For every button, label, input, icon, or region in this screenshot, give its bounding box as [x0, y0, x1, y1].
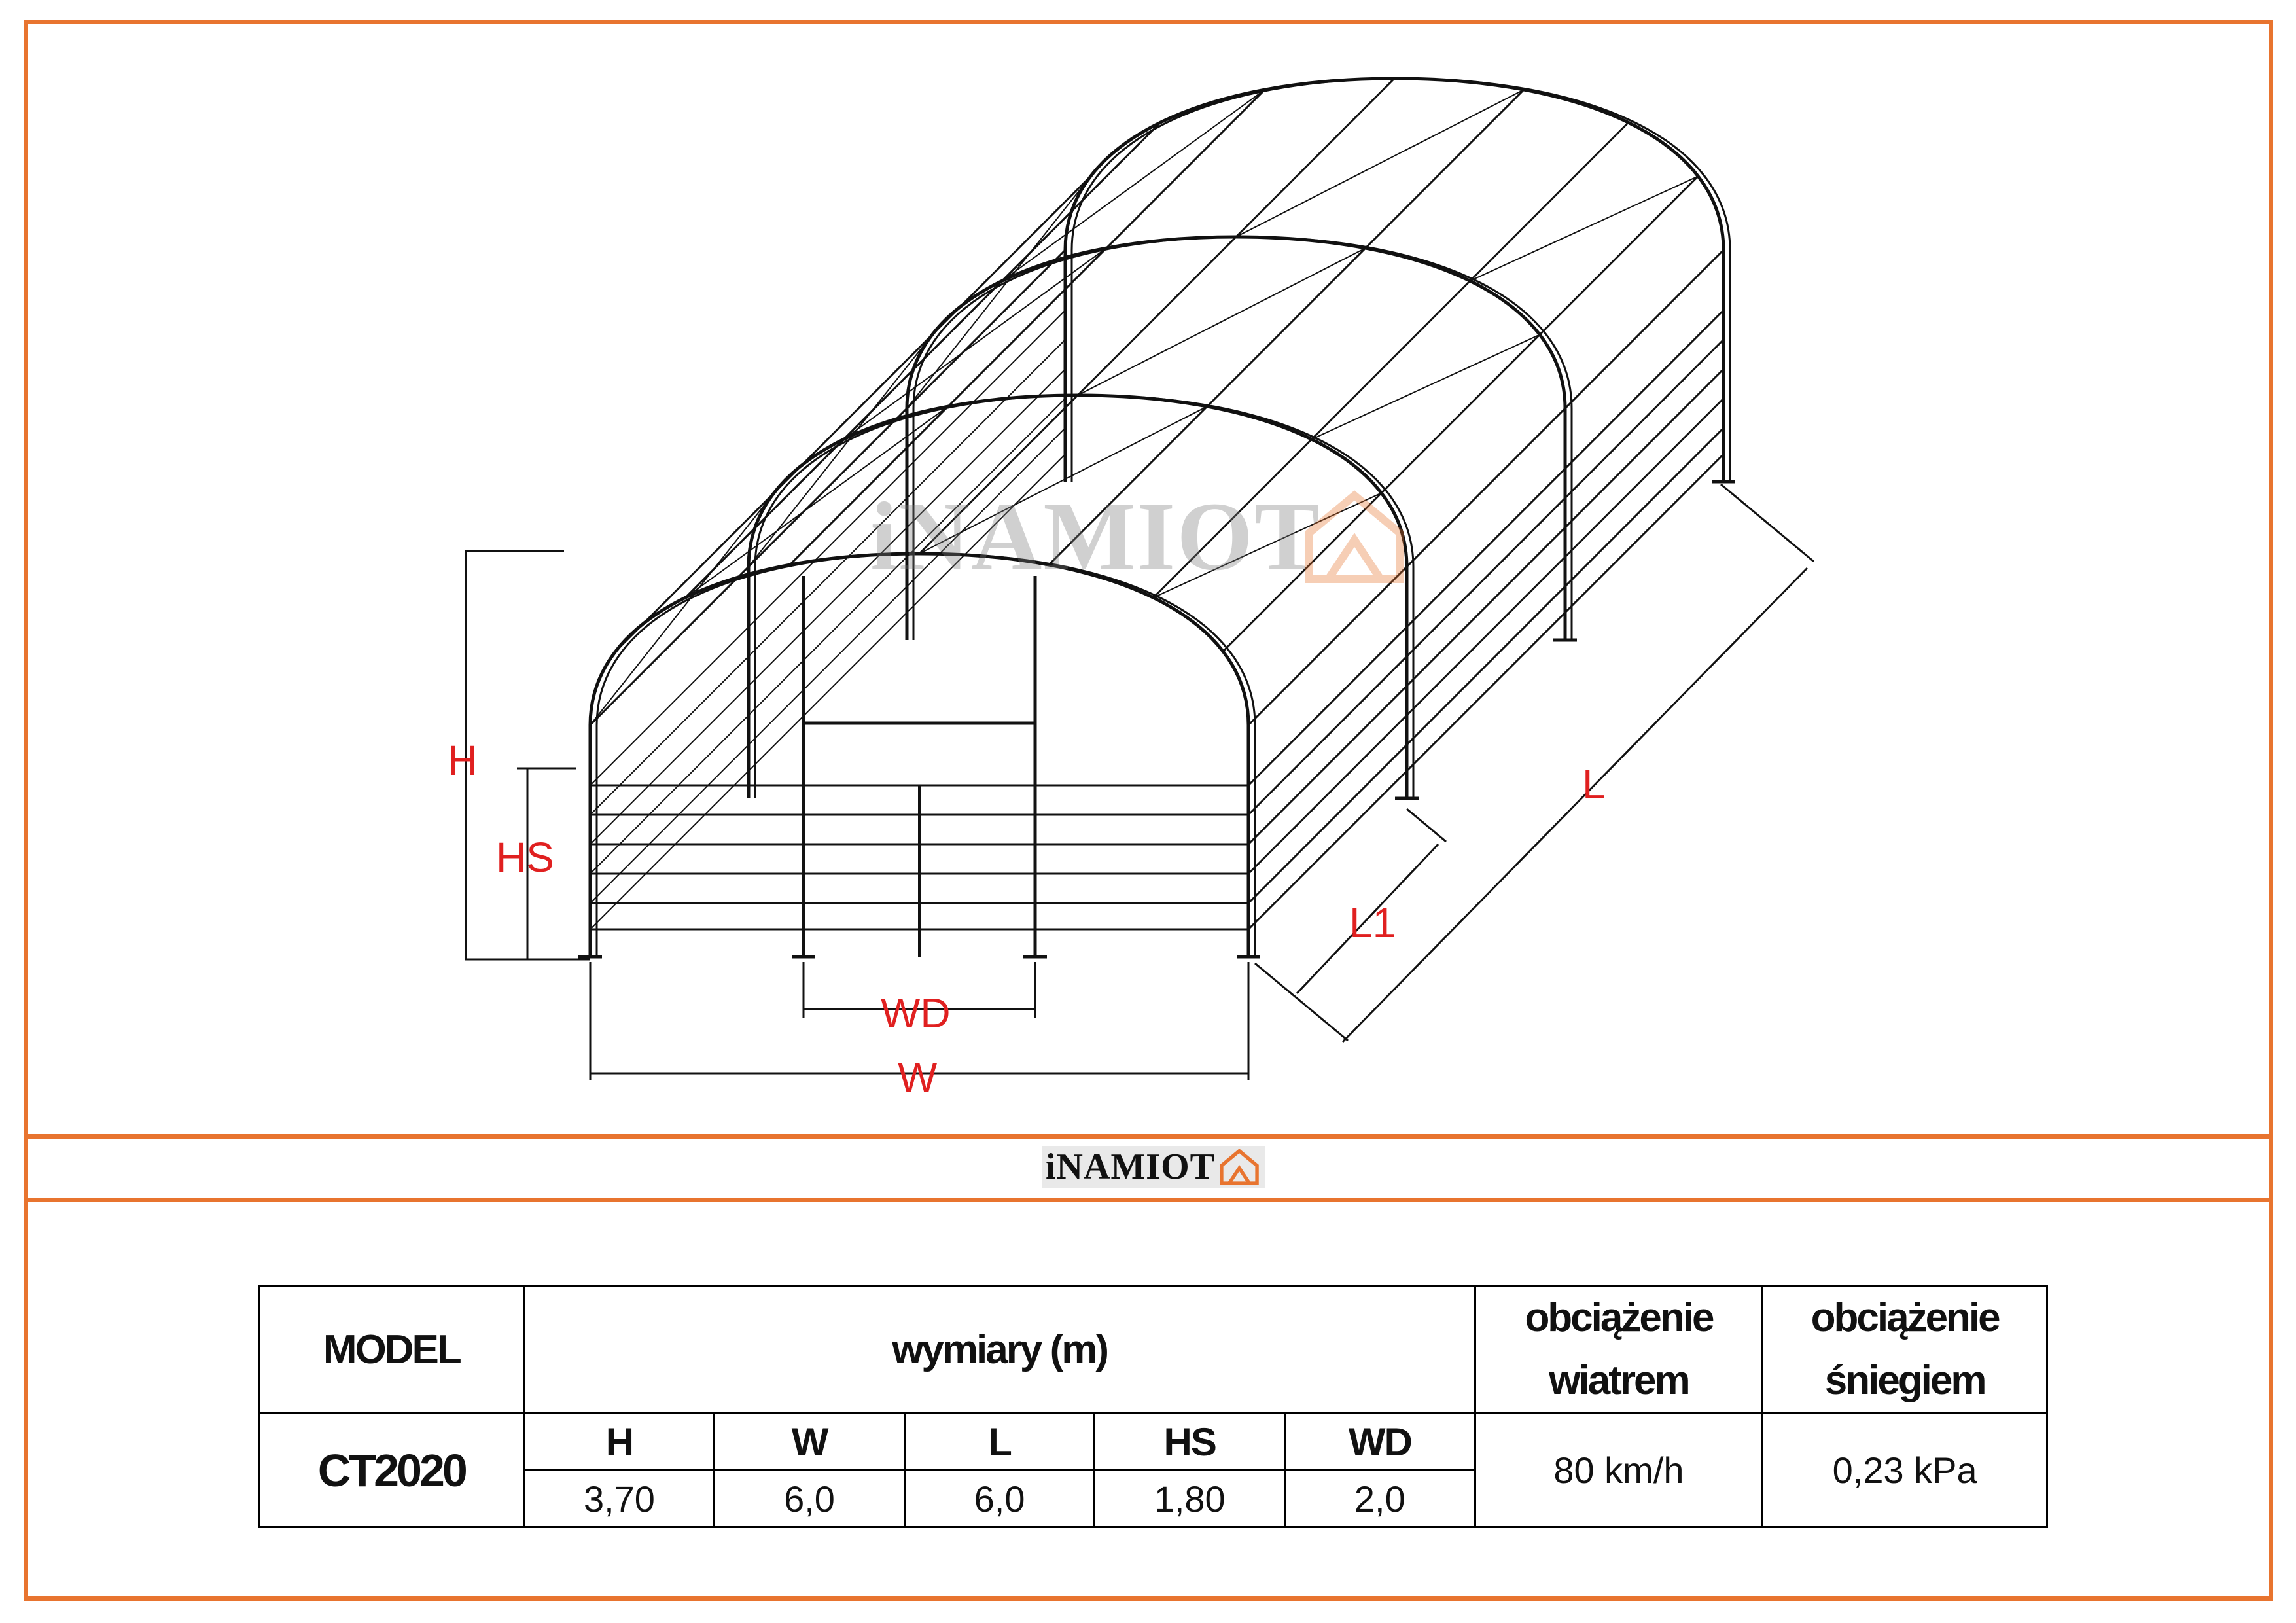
divider-bottom [24, 1198, 2273, 1202]
roof-purlin [684, 122, 1161, 599]
value-w: 6,0 [713, 1469, 906, 1528]
roof-brace [590, 492, 775, 726]
dims-header: wymiary (m) [523, 1285, 1476, 1414]
wind-header: obciążenie wiatrem [1474, 1285, 1764, 1414]
model-name: CT2020 [258, 1412, 525, 1528]
roof-purlin [918, 77, 1396, 555]
dim-l1-line [1296, 843, 1439, 995]
tent-arch [747, 393, 1409, 798]
roof-purlin [788, 88, 1266, 566]
roof-brace [1077, 247, 1366, 396]
side-rail-left [590, 398, 1066, 874]
col-hs: HS [1093, 1412, 1286, 1471]
side-rail-left [590, 427, 1066, 904]
house-logo-icon [1220, 1149, 1259, 1185]
roof-purlin [589, 249, 1067, 726]
house-logo-icon [1305, 490, 1404, 583]
roof-brace [1235, 89, 1525, 238]
sheet-border [24, 20, 2273, 1601]
side-rail [1247, 368, 1725, 846]
dim-l-ext2 [1720, 483, 1814, 563]
side-rail [1247, 453, 1725, 931]
dim-label-l1: L1 [1349, 899, 1396, 946]
side-rail-left [590, 310, 1066, 786]
roof-purlin [1222, 175, 1699, 652]
dim-label-w: W [898, 1054, 938, 1101]
roof-brace [1311, 334, 1540, 440]
dim-label-hs: HS [496, 834, 554, 881]
dim-l-ext [1254, 962, 1349, 1042]
wind-load-value: 80 km/h [1474, 1412, 1764, 1528]
side-rail [1247, 427, 1725, 904]
roof-purlin [1247, 249, 1725, 726]
side-rail [1247, 397, 1725, 875]
model-header: MODEL [258, 1285, 525, 1414]
col-l: L [903, 1412, 1096, 1471]
tent-arch-inner [912, 236, 1573, 640]
tent-arch-inner [595, 552, 1256, 957]
roof-brace [1470, 175, 1699, 282]
tent-arch [1063, 77, 1725, 482]
roof-brace [684, 406, 949, 599]
brand-logo: iNAMIOT [1042, 1146, 1265, 1188]
snow-header: obciążenie śniegiem [1761, 1285, 2048, 1414]
side-rail-left [590, 454, 1066, 930]
dim-l1-ext [1406, 808, 1447, 843]
value-h: 3,70 [523, 1469, 716, 1528]
roof-purlin [1048, 88, 1525, 566]
col-wd: WD [1284, 1412, 1476, 1471]
spec-table: MODEL wymiary (m) obciążenie wiatrem obc… [258, 1285, 2048, 1528]
roof-brace [1001, 89, 1265, 282]
dim-l-line [1341, 567, 1809, 1043]
roof-purlin [1152, 122, 1629, 599]
divider-top [24, 1134, 2273, 1139]
side-rail [1247, 309, 1725, 787]
col-h: H [523, 1412, 716, 1471]
dim-label-wd: WD [881, 990, 951, 1037]
watermark-text: iNAMIOT [870, 482, 1321, 591]
tent-arch-inner [754, 394, 1415, 798]
dim-label-l: L [1582, 760, 1606, 808]
tent-arch-inner [1070, 77, 1731, 482]
roof-brace [1153, 492, 1382, 599]
snow-load-value: 0,23 kPa [1761, 1412, 2048, 1528]
watermark-logo: iNAMIOT [870, 481, 1404, 592]
dim-label-h: H [448, 737, 478, 784]
roof-brace [919, 406, 1208, 554]
roof-purlin [614, 175, 1091, 652]
side-rail [1247, 338, 1725, 816]
value-hs: 1,80 [1093, 1469, 1286, 1528]
value-wd: 2,0 [1284, 1469, 1476, 1528]
roof-brace [748, 334, 933, 567]
side-rail-left [590, 368, 1066, 845]
value-l: 6,0 [903, 1469, 1096, 1528]
col-w: W [713, 1412, 906, 1471]
side-rail-left [590, 339, 1066, 815]
brand-logo-text: iNAMIOT [1046, 1147, 1215, 1187]
roof-brace [843, 247, 1107, 440]
roof-brace [906, 175, 1091, 409]
